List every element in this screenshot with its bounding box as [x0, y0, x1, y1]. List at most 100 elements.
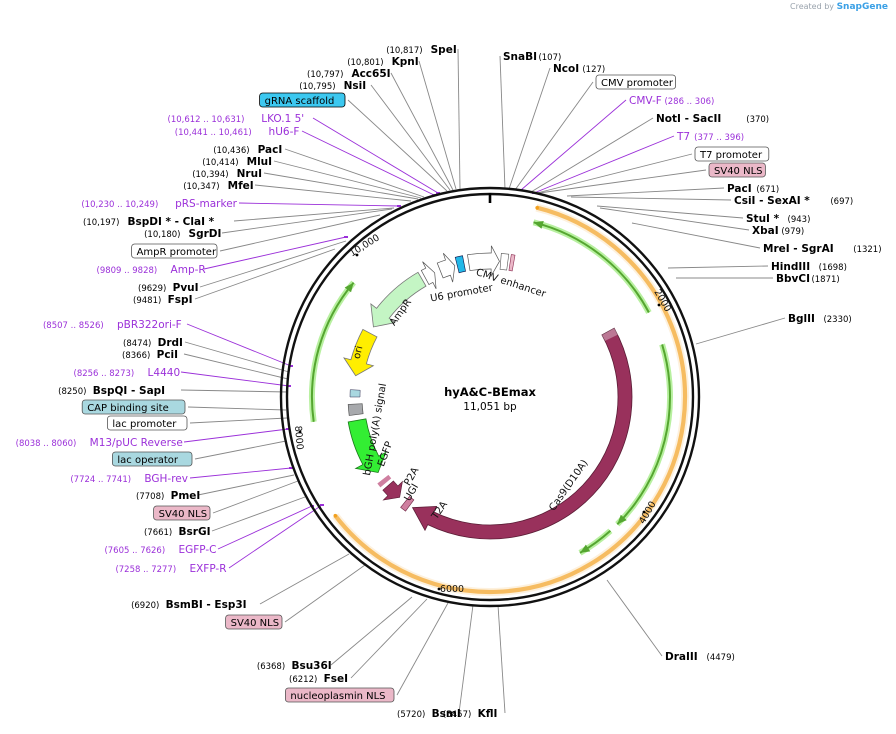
label-1-name: KpnI [392, 56, 419, 68]
label-37-name: nucleoplasmin NLS [290, 691, 385, 702]
tick-mark-1 [657, 303, 661, 307]
label-16-name: PvuI [173, 282, 199, 294]
label-20-name: PciI [157, 349, 178, 361]
label-11-position: (10,230 .. 10,249) [81, 200, 158, 210]
label-28-name: PmeI [171, 490, 201, 502]
label-5-position: (10,612 .. 10,631) [168, 115, 245, 125]
leader-52 [599, 207, 750, 231]
leader-34 [284, 564, 366, 623]
leader-39 [497, 604, 506, 714]
label-4: gRNA scaffold [259, 92, 346, 108]
leader-35 [330, 596, 413, 666]
p2a-feature [377, 474, 392, 488]
label-8-name: MluI [247, 156, 272, 168]
label-17-position: (9481) [133, 296, 161, 306]
leader-18 [186, 323, 292, 367]
label-40-position: (4479) [707, 653, 735, 663]
label-54: HindIII(1698) [771, 261, 847, 273]
backbone-rings [279, 186, 701, 608]
leader-9 [263, 172, 419, 200]
leader-51 [596, 205, 744, 219]
leader-13 [221, 208, 393, 234]
label-11-name: pRS-marker [175, 198, 238, 210]
label-51-position: (943) [788, 215, 811, 225]
label-36-name: FseI [324, 673, 348, 685]
leader-47 [536, 153, 693, 194]
label-53-position: (1321) [853, 245, 881, 255]
orf-arrow-ampr [311, 281, 355, 422]
label-45-name: NotI - SacII [656, 113, 721, 125]
leader-14 [219, 214, 381, 252]
label-32-name: EXFP-R [189, 563, 226, 575]
label-47-name: T7 promoter [699, 150, 763, 161]
label-50-position: (697) [830, 197, 853, 207]
label-33-position: (6920) [131, 601, 159, 611]
orf-arrow-right-head [617, 514, 627, 525]
map-center: hyA&C-BEmax 11,051 bp [444, 385, 536, 413]
leader-25 [183, 428, 289, 443]
label-38-name: BsmI [432, 708, 461, 720]
label-18-name: pBR322ori-F [117, 319, 182, 331]
label-42-name: NcoI [553, 63, 579, 75]
label-51-name: StuI * [746, 213, 780, 225]
leader-10 [254, 184, 412, 202]
label-31: (7605 .. 7626)EGFP-C [104, 544, 216, 556]
label-44-name: CMV-F [629, 95, 662, 107]
label-47: T7 promoter [694, 146, 770, 162]
label-31-position: (7605 .. 7626) [104, 546, 165, 556]
snapgene-branding: Created by SnapGene [790, 2, 888, 12]
orf-arrow-lower-right-head [580, 544, 591, 553]
label-14: AmpR promoter [131, 243, 218, 259]
leader-16 [199, 240, 347, 288]
label-38-position: (5720) [397, 710, 425, 720]
label-10-position: (10,347) [183, 182, 219, 192]
label-0-name: SpeI [431, 44, 457, 56]
label-51: StuI * (943) [746, 213, 810, 225]
u6-promoter-feature [436, 252, 456, 283]
label-13: (10,180)SgrDI [144, 228, 221, 240]
t2a-feature [400, 496, 415, 512]
feature-label-3: ori [352, 345, 366, 360]
label-36-position: (6212) [289, 675, 317, 685]
leader-4 [347, 99, 448, 192]
label-41-name: SnaBI [503, 51, 537, 63]
orf-end-1 [333, 513, 338, 518]
label-3-name: NsiI [344, 80, 367, 92]
label-5-name: LKO.1 5' [261, 113, 304, 125]
label-24: lac promoter [107, 415, 188, 431]
cas9-start-stripe [601, 328, 618, 341]
label-39-name: KflI [478, 708, 498, 720]
cas9-feature-arrow [411, 327, 633, 540]
label-39-position: (5457) [443, 710, 471, 720]
label-46-name: T7 [676, 131, 690, 143]
label-52: XbaI(979) [752, 225, 804, 237]
leader-6 [301, 130, 435, 196]
label-28-position: (7708) [136, 492, 164, 502]
ori-feature-arrow [343, 328, 378, 377]
leader-30 [211, 496, 306, 532]
label-33: (6920)BsmBI - Esp3I [131, 599, 247, 611]
label-19-name: DrdI [158, 337, 183, 349]
label-27: (7724 .. 7741)BGH-rev [70, 473, 188, 485]
label-9-position: (10,394) [192, 170, 228, 180]
leader-0 [457, 48, 461, 190]
label-22-name: BspQI - SapI [93, 385, 165, 397]
label-29: SV40 NLS [153, 505, 211, 521]
label-48: SV40 NLS [708, 162, 766, 178]
label-40-name: DraIII [665, 651, 698, 663]
label-2-position: (10,797) [307, 70, 343, 80]
label-7-name: PacI [258, 144, 283, 156]
leader-40 [606, 579, 663, 657]
label-7-position: (10,436) [213, 146, 249, 156]
label-53: MreI - SgrAI(1321) [763, 243, 882, 255]
cmv-enhancer-feature [467, 245, 500, 278]
label-13-position: (10,180) [144, 230, 180, 240]
label-24-name: lac promoter [112, 419, 177, 430]
label-25-name: M13/pUC Reverse [90, 437, 183, 449]
label-23-box [81, 399, 186, 415]
label-29-name: SV40 NLS [159, 509, 208, 520]
leader-27 [189, 467, 292, 479]
feature-label-1: U6 promoter [429, 282, 494, 304]
leader-32 [228, 504, 323, 569]
leader-21 [180, 371, 290, 387]
